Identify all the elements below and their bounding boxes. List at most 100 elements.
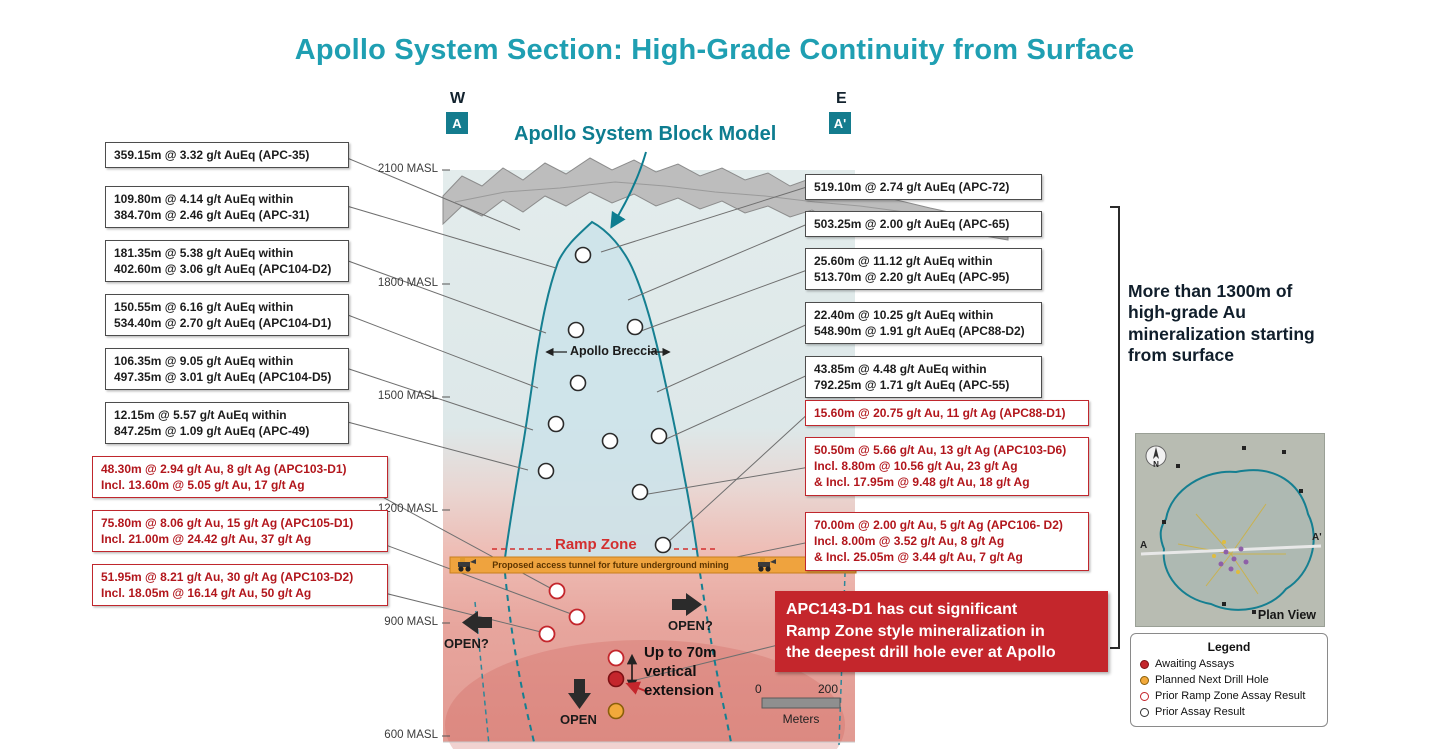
assay-line: 75.80m @ 8.06 g/t Au, 15 g/t Ag (APC105-… [101,516,354,530]
drill-marker-ramp-prior [607,649,625,667]
legend: Legend Awaiting Assays Planned Next Dril… [1130,633,1328,727]
extension-note: Up to 70m vertical extension [644,644,717,699]
ramp-zone-label: Ramp Zone [555,536,637,553]
section-start-marker: A [446,112,468,134]
assay-line: 181.35m @ 5.38 g/t AuEq within [114,246,294,260]
assay-line: & Incl. 25.05m @ 3.44 g/t Au, 7 g/t Ag [814,550,1023,565]
elevation-label: 1500 MASL [377,390,438,402]
open-right-label: OPEN? [668,618,713,633]
legend-item: Prior Assay Result [1140,706,1318,718]
direction-east-label: E [836,90,847,107]
assay-line: 534.40m @ 2.70 g/t AuEq (APC104-D1) [114,316,332,331]
drill-marker-prior [567,321,585,339]
assay-callout-apc-49: 12.15m @ 5.57 g/t AuEq within 847.25m @ … [105,402,349,445]
assay-line: 109.80m @ 4.14 g/t AuEq within [114,192,294,206]
open-right-arrow-icon [672,593,702,616]
assay-line: Incl. 8.80m @ 10.56 g/t Au, 23 g/t Ag [814,459,1018,474]
awaiting-assays-icon [1140,659,1149,669]
drill-marker-ramp-prior [538,625,556,643]
drill-marker-prior [626,318,644,336]
prior-assay-result-icon [1140,707,1149,717]
assay-callout-apc106-d2: 70.00m @ 2.00 g/t Au, 5 g/t Ag (APC106- … [805,512,1089,571]
drill-marker-prior [650,427,668,445]
section-end-marker: A' [829,112,851,134]
assay-line: 15.60m @ 20.75 g/t Au, 11 g/t Ag (APC88-… [814,406,1066,420]
mineralization-dots [1218,546,1249,572]
open-left-arrow-icon [462,611,492,634]
open-down-label: OPEN [560,712,597,727]
breccia-label: Apollo Breccia [570,344,658,358]
assay-callout-apc104-d2: 181.35m @ 5.38 g/t AuEq within 402.60m @… [105,240,349,283]
breccia-body-extension [504,572,732,743]
side-note: More than 1300m of high-grade Au mineral… [1128,281,1315,366]
assay-callout-apc104-d1: 150.55m @ 6.16 g/t AuEq within 534.40m @… [105,294,349,337]
assay-line: Incl. 8.00m @ 3.52 g/t Au, 8 g/t Ag [814,534,1005,549]
open-left-label: OPEN? [444,636,489,651]
assay-line: 384.70m @ 2.46 g/t AuEq (APC-31) [114,208,310,223]
assay-line: Incl. 21.00m @ 24.42 g/t Au, 37 g/t Ag [101,532,312,547]
assay-line: 792.25m @ 1.71 g/t AuEq (APC-55) [814,378,1010,393]
elevation-label: 1800 MASL [377,277,438,289]
legend-label: Awaiting Assays [1155,658,1235,670]
drill-marker-prior [537,462,555,480]
assay-line: 106.35m @ 9.05 g/t AuEq within [114,354,294,368]
legend-item: Prior Ramp Zone Assay Result [1140,690,1318,702]
terrain-ridge-line [454,181,1001,229]
drill-marker-prior [574,246,592,264]
legend-label: Prior Ramp Zone Assay Result [1155,690,1306,702]
ramp-zone-description: Proposed access tunnel for future underg… [492,560,729,570]
assay-callout-apc104-d5: 106.35m @ 9.05 g/t AuEq within 497.35m @… [105,348,349,391]
assay-line: 402.60m @ 3.06 g/t AuEq (APC104-D2) [114,262,332,277]
north-compass-icon: N [1145,445,1167,469]
assay-callout-apc-95: 25.60m @ 11.12 g/t AuEq within 513.70m @… [805,248,1042,291]
block-model-label: Apollo System Block Model [514,123,777,145]
elevation-label: 2100 MASL [377,163,438,175]
drill-marker-prior [569,374,587,392]
assay-line: 51.95m @ 8.21 g/t Au, 30 g/t Ag (APC103-… [101,570,354,584]
scale-end-label: 200 [818,682,839,696]
prior-ramp-zone-assay-icon [1140,691,1149,701]
assay-line: 48.30m @ 2.94 g/t Au, 8 g/t Ag (APC103-D… [101,462,347,476]
drill-marker-prior [547,415,565,433]
assay-callout-apc88-d2: 22.40m @ 10.25 g/t AuEq within 548.90m @… [805,302,1042,345]
announcement-line: Ramp Zone style mineralization in [786,622,1045,640]
drill-marker-prior [631,483,649,501]
elevation-label: 600 MASL [384,729,438,741]
elevation-label: 900 MASL [384,616,438,628]
scale-unit-label: Meters [782,712,820,726]
planned-next-drill-hole-icon [1140,675,1149,685]
assay-line: 50.50m @ 5.66 g/t Au, 13 g/t Ag (APC103-… [814,443,1067,457]
open-down-arrow-icon [568,679,591,709]
assay-callout-apc88-d1: 15.60m @ 20.75 g/t Au, 11 g/t Ag (APC88-… [805,400,1089,427]
assay-line: 43.85m @ 4.48 g/t AuEq within [814,362,987,376]
direction-west-label: W [450,90,466,107]
assay-line: 70.00m @ 2.00 g/t Au, 5 g/t Ag (APC106- … [814,518,1063,532]
block-model-arrow-icon [610,151,647,229]
plan-section-start-label: A [1140,540,1148,551]
gold-dots [1212,540,1240,574]
deposit-outline [1159,469,1315,611]
assay-line: 25.60m @ 11.12 g/t AuEq within [814,254,993,268]
assay-line: & Incl. 17.95m @ 9.48 g/t Au, 18 g/t Ag [814,475,1030,490]
plan-section-end-label: A' [1312,532,1322,543]
assay-callout-apc-35: 359.15m @ 3.32 g/t AuEq (APC-35) [105,142,349,169]
scale-bar [761,697,841,709]
drill-marker-prior [601,432,619,450]
drill-marker-awaiting-assays [607,670,625,688]
legend-label: Prior Assay Result [1155,706,1245,718]
drill-markers [537,246,672,720]
elevation-label: 1200 MASL [377,503,438,515]
assay-line: Incl. 18.05m @ 16.14 g/t Au, 50 g/t Ag [101,586,312,601]
north-label: N [1153,460,1159,469]
announcement-line: APC143-D1 has cut significant [786,601,1018,618]
assay-line: 359.15m @ 3.32 g/t AuEq (APC-35) [114,148,310,162]
plan-view-label: Plan View [1257,608,1316,622]
assay-line: 513.70m @ 2.20 g/t AuEq (APC-95) [814,270,1010,285]
drill-marker-ramp-prior [548,582,566,600]
excavator-icon [758,558,776,572]
assay-line: 497.35m @ 3.01 g/t AuEq (APC104-D5) [114,370,332,385]
assay-callout-apc-55: 43.85m @ 4.48 g/t AuEq within 792.25m @ … [805,356,1042,399]
assay-line: 519.10m @ 2.74 g/t AuEq (APC-72) [814,180,1010,194]
assay-line: 150.55m @ 6.16 g/t AuEq within [114,300,294,314]
